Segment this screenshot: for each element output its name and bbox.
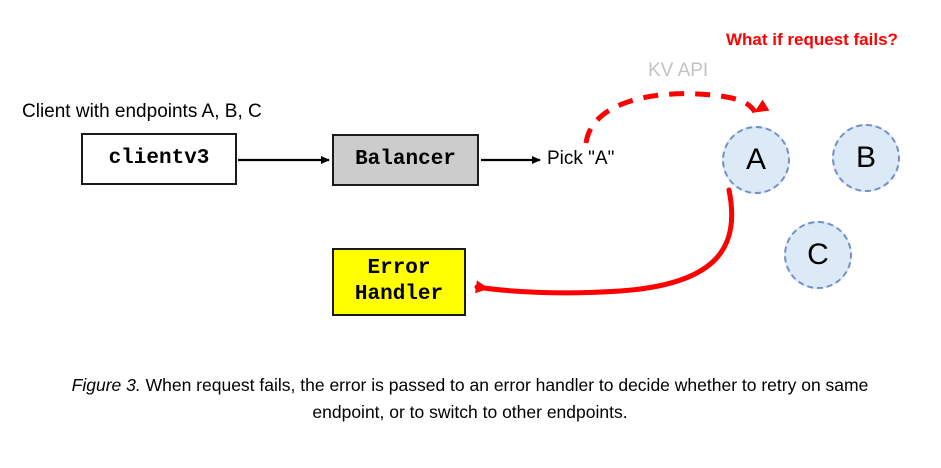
endpoint-circle-c: C	[784, 221, 852, 289]
clientv3-node: clientv3	[81, 133, 237, 185]
error-handler-line-2: Handler	[354, 283, 444, 306]
balancer-node: Balancer	[332, 134, 479, 186]
figure-caption: Figure 3. When request fails, the error …	[70, 372, 870, 426]
endpoint-circle-a: A	[722, 126, 790, 194]
kv-api-label: KV API	[648, 60, 709, 81]
figure-caption-text: When request fails, the error is passed …	[140, 375, 869, 423]
pick-a-label: Pick "A"	[547, 148, 615, 169]
error-flow-curve	[474, 187, 735, 296]
failure-question-label: What if request fails?	[726, 30, 898, 49]
error-handler-node: Error Handler	[332, 248, 466, 316]
error-handler-line-1: Error	[367, 257, 431, 281]
kv-api-request-curve	[583, 91, 770, 144]
client-endpoints-label: Client with endpoints A, B, C	[22, 101, 262, 122]
endpoint-circle-b: B	[832, 124, 900, 192]
figure-number: Figure 3.	[71, 375, 141, 395]
